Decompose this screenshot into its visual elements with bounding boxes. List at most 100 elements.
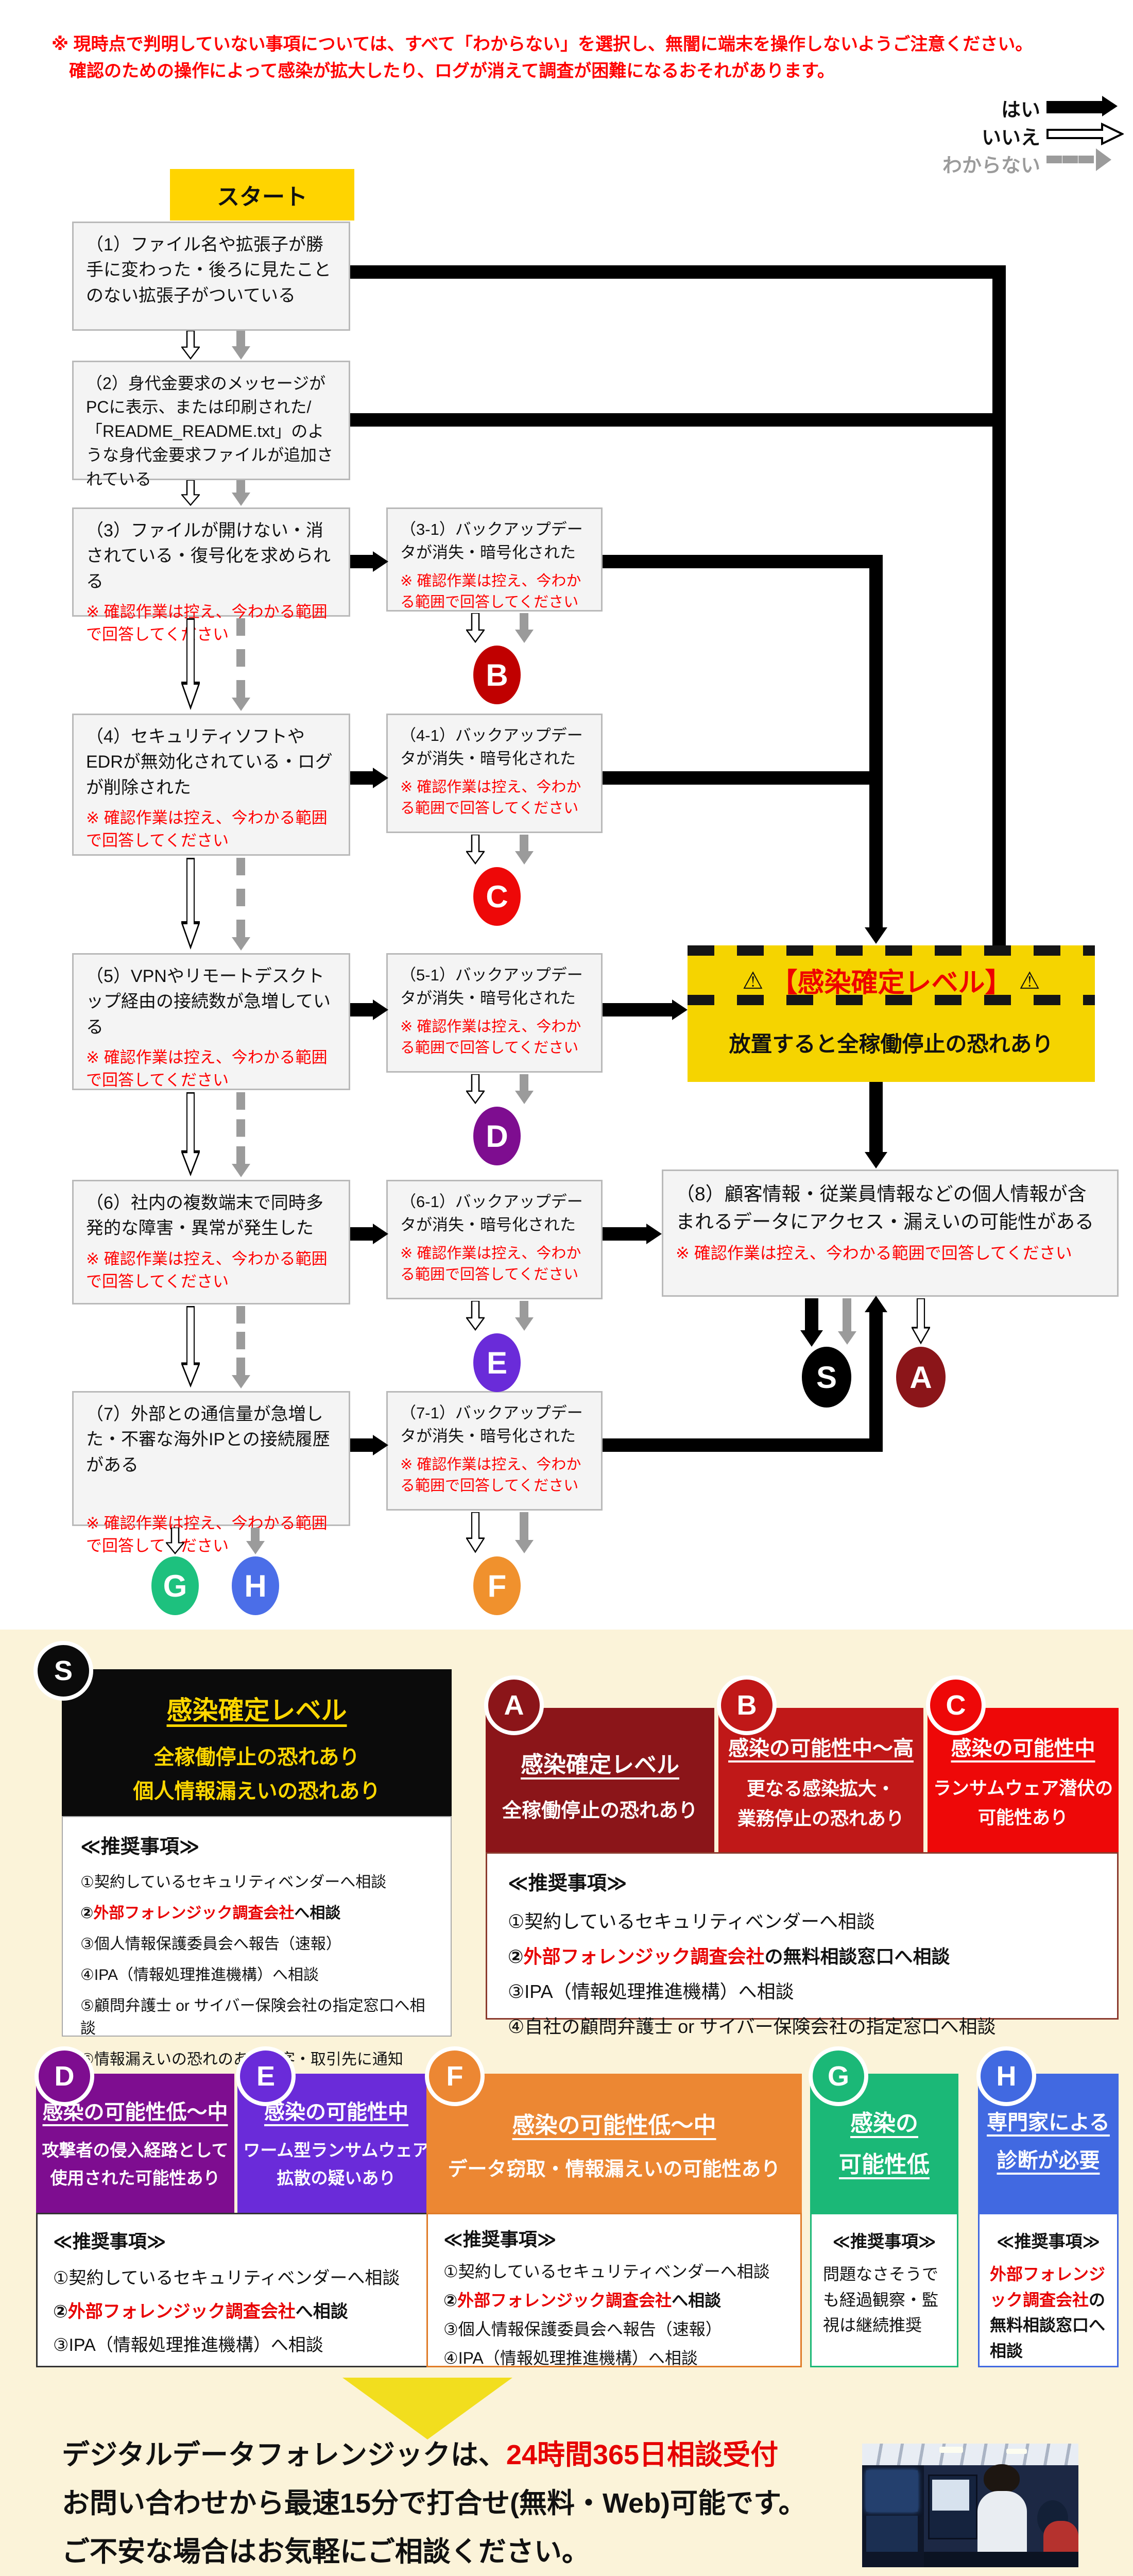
no-arrow <box>466 835 485 865</box>
legend-yes-arrowhead <box>1102 96 1118 116</box>
flow-connector <box>350 413 992 427</box>
recommendation-item: ③個人情報保護委員会へ報告（速報） <box>443 2320 722 2338</box>
recommendation-item: ③IPA（情報処理推進機構）へ相談 <box>53 2335 323 2355</box>
card-a-badge: A <box>484 1675 544 1735</box>
no-arrow <box>912 1298 930 1345</box>
recommendation-item: ④IPA（情報処理推進機構）へ相談 <box>80 1967 319 1984</box>
card-de-recommendations: ≪推奨事項≫ ①契約しているセキュリティベンダーへ相談 ②外部フォレンジック調査… <box>36 2213 435 2367</box>
question-2-box: （2）身代金要求のメッセージがPCに表示、または印刷された/「README_RE… <box>72 361 350 488</box>
office-photo <box>862 2444 1078 2567</box>
question-5-text: （5）VPNやリモートデスクトップ経由の接続数が急増している <box>86 967 331 1037</box>
alert-title: 【感染確定レベル】 <box>770 968 1012 998</box>
no-arrow <box>181 480 200 506</box>
unknown-arrow <box>232 1306 250 1388</box>
question-1-text: （1）ファイル名や拡張子が勝手に変わった・後ろに見たことのない拡張子がついている <box>86 235 331 306</box>
recommendation-item: ⑤顧問弁護士 or サイバー保険会社の指定窓口へ相談 <box>80 1997 425 2037</box>
promo-line3: ご不安な場合はお気軽にご相談ください。 <box>62 2536 590 2567</box>
card-a-header: 感染確定レベル 全稼働停止の恐れあり <box>486 1708 714 1852</box>
recommendation-item: ②外部フォレンジック調査会社の無料相談窓口へ相談 <box>508 1946 950 1967</box>
recommendation-heading: ≪推奨事項≫ <box>80 1836 200 1858</box>
recommendation-item: ②外部フォレンジック調査会社へ相談 <box>53 2302 348 2321</box>
no-arrow <box>466 1074 485 1104</box>
question-8-note: ※ 確認作業は控え、今わかる範囲で回答してください <box>676 1244 1072 1263</box>
card-s-header: 感染確定レベル 全稼働停止の恐れあり 個人情報漏えいの恐れあり <box>62 1669 452 1816</box>
recommendation-item: ①契約しているセキュリティベンダーへ相談 <box>53 2268 400 2288</box>
card-g-body: 問題なさそうでも経過観察・監視は継続推奨 <box>823 2265 939 2335</box>
no-arrow <box>181 1092 200 1177</box>
card-f-recommendations: ≪推奨事項≫ ①契約しているセキュリティベンダーへ相談 ②外部フォレンジック調査… <box>426 2213 802 2367</box>
unknown-arrow <box>246 1528 265 1554</box>
recommendation-item: ②外部フォレンジック調査会社へ相談 <box>80 1905 341 1922</box>
recommendation-item: ①契約しているセキュリティベンダーへ相談 <box>443 2262 770 2281</box>
legend-yes-arrow <box>1046 101 1103 113</box>
down-triangle-pointer <box>342 2378 512 2439</box>
recommendation-item: ③個人情報保護委員会へ報告（速報） <box>80 1936 341 1953</box>
flow-arrowhead <box>672 999 688 1020</box>
card-a-subtitle: 全稼働停止の恐れあり <box>502 1800 698 1822</box>
no-arrow <box>166 1528 184 1554</box>
result-circle-a: A <box>896 1347 946 1408</box>
flow-connector <box>350 1003 374 1016</box>
question-3-text: （3）ファイルが開けない・消されている・復号化を求められる <box>86 521 331 591</box>
legend-yes-label: はい <box>1001 99 1040 121</box>
flow-connector <box>603 1227 647 1241</box>
recommendation-item: ①契約しているセキュリティベンダーへ相談 <box>80 1874 387 1891</box>
flow-connector <box>869 1082 883 1152</box>
recommendation-heading: ≪推奨事項≫ <box>996 2232 1101 2251</box>
legend-unknown-label: わからない <box>942 155 1040 177</box>
unknown-arrow <box>838 1298 856 1345</box>
card-d-subtitle: 使用された可能性あり <box>50 2168 220 2188</box>
question-3-note: ※ 確認作業は控え、今わかる範囲で回答してください <box>86 602 328 643</box>
card-h-title: 診断が必要 <box>997 2149 1100 2172</box>
card-c-subtitle: ランサムウェア潜伏の <box>933 1778 1113 1799</box>
unknown-arrow <box>232 858 250 951</box>
card-h-title: 専門家による <box>987 2111 1110 2134</box>
card-e-badge: E <box>236 2046 296 2106</box>
infection-confirmed-alert: ⚠ 【感染確定レベル】 ⚠ 放置すると全稼働停止の恐れあり <box>688 945 1095 1082</box>
unknown-arrow <box>515 835 534 865</box>
legend-unknown-arrowhead <box>1096 148 1111 171</box>
card-g-title: 感染の <box>850 2111 918 2136</box>
card-d-subtitle: 攻撃者の侵入経路として <box>42 2141 229 2160</box>
unknown-arrow <box>232 331 250 360</box>
question-8-box: （8）顧客情報・従業員情報などの個人情報が含まれるデータにアクセス・漏えいの可能… <box>662 1170 1119 1297</box>
unknown-arrow <box>232 1092 250 1177</box>
card-b-subtitle: 更なる感染拡大・ <box>746 1778 895 1799</box>
no-arrow <box>181 618 200 710</box>
flow-connector <box>869 555 883 928</box>
top-warning-line1: ※ 現時点で判明していない事項については、すべて「わからない」を選択し、無闇に端… <box>52 35 1033 54</box>
flow-arrowhead <box>800 1330 823 1347</box>
question-3-1-note: ※ 確認作業は控え、今わかる範囲で回答してください <box>400 572 581 611</box>
flow-arrowhead <box>373 1435 388 1455</box>
question-2-text: （2）身代金要求のメッセージがPCに表示、または印刷された/「README_RE… <box>86 374 334 488</box>
card-d-badge: D <box>35 2046 94 2106</box>
recommendation-heading: ≪推奨事項≫ <box>508 1873 627 1894</box>
flow-connector <box>869 1312 883 1452</box>
top-warning-line2: 確認のための操作によって感染が拡大したり、ログが消えて調査が困難になるおそれがあ… <box>69 61 835 81</box>
no-arrow <box>466 1512 485 1553</box>
flow-arrowhead <box>865 1152 887 1168</box>
card-e-subtitle: ワーム型ランサムウェア <box>243 2141 430 2160</box>
card-c-badge: C <box>926 1675 986 1735</box>
flow-connector <box>350 265 992 279</box>
question-5-box: （5）VPNやリモートデスクトップ経由の接続数が急増している ※ 確認作業は控え… <box>72 953 350 1090</box>
promo-line2: お問い合わせから最速15分で打合せ(無料・Web)可能です。 <box>62 2488 806 2519</box>
question-6-note: ※ 確認作業は控え、今わかる範囲で回答してください <box>86 1249 328 1291</box>
promo-banner: デジタルデータフォレンジックは、24時間365日相談受付 お問い合わせから最速1… <box>62 2431 806 2576</box>
flow-arrowhead <box>373 1224 388 1244</box>
recommendation-heading: ≪推奨事項≫ <box>53 2231 166 2252</box>
card-f-badge: F <box>425 2046 485 2106</box>
result-circle-b: B <box>473 646 521 704</box>
flow-arrowhead <box>373 999 388 1020</box>
unknown-arrow <box>232 480 250 506</box>
flow-arrowhead <box>373 551 388 572</box>
flow-connector <box>603 1003 673 1016</box>
warning-triangle-icon: ⚠ <box>742 967 764 994</box>
flow-connector <box>992 265 1006 945</box>
warning-triangle-icon: ⚠ <box>1019 967 1040 994</box>
question-5-note: ※ 確認作業は控え、今わかる範囲で回答してください <box>86 1048 328 1089</box>
question-7-text: （7）外部との通信量が急増した・不審な海外IPとの接続履歴がある <box>86 1404 330 1475</box>
result-circle-c: C <box>473 867 521 926</box>
card-s-recommendations: ≪推奨事項≫ ①契約しているセキュリティベンダーへ相談 ②外部フォレンジック調査… <box>62 1816 452 2068</box>
